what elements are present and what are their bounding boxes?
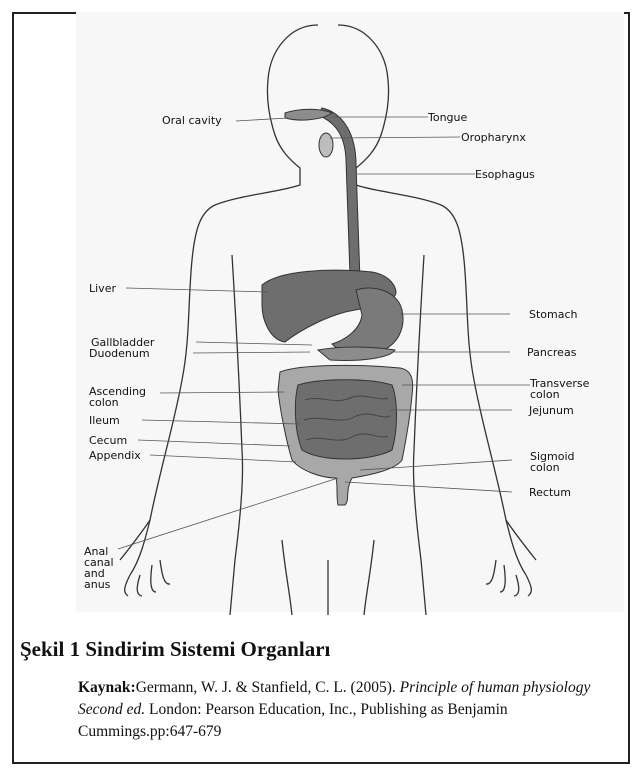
digestive-system-diagram: Oral cavity Tongue Oropharynx Esophagus … <box>0 0 641 620</box>
pancreas-organ <box>318 347 395 361</box>
label-jejunum: Jejunum <box>528 404 574 417</box>
label-sigmoid-colon-line2: colon <box>530 461 560 474</box>
source-key: Kaynak: <box>78 679 136 696</box>
label-esophagus: Esophagus <box>475 168 535 181</box>
oropharynx-organ <box>319 133 333 157</box>
label-appendix: Appendix <box>89 449 141 462</box>
label-duodenum: Duodenum <box>89 347 150 360</box>
label-tongue: Tongue <box>427 111 468 124</box>
label-liver: Liver <box>89 282 116 295</box>
figure-source: Kaynak:Germann, W. J. & Stanfield, C. L.… <box>78 677 623 743</box>
label-ascending-colon-line2: colon <box>89 396 119 409</box>
label-rectum: Rectum <box>529 486 571 499</box>
label-anal-canal-line4: anus <box>84 578 111 591</box>
source-authors: Germann, W. J. & Stanfield, C. L. (2005)… <box>136 679 400 696</box>
label-stomach: Stomach <box>529 308 578 321</box>
label-transverse-colon-line2: colon <box>530 388 560 401</box>
label-oral-cavity: Oral cavity <box>162 114 222 127</box>
label-ileum: Ileum <box>89 414 120 427</box>
label-pancreas: Pancreas <box>527 346 577 359</box>
label-oropharynx: Oropharynx <box>461 131 526 144</box>
label-cecum: Cecum <box>89 434 127 447</box>
figure-caption-title: Şekil 1 Sindirim Sistemi Organları <box>20 637 330 662</box>
